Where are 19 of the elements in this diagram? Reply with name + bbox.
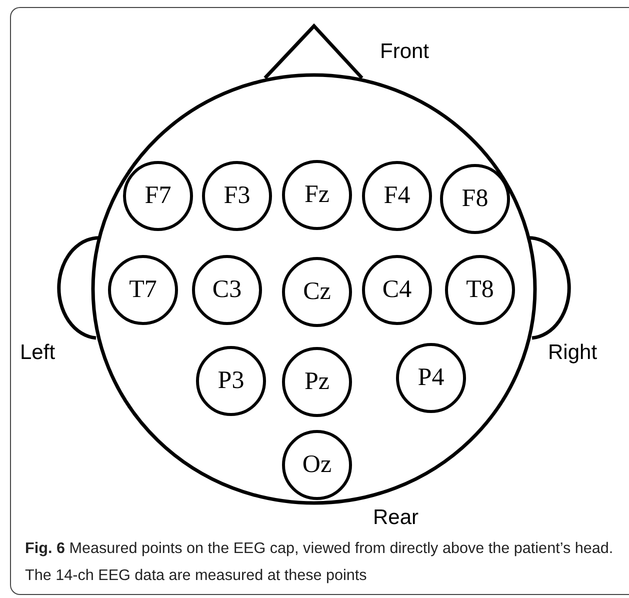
electrode-label: T8 — [466, 276, 494, 304]
electrode-label: T7 — [129, 276, 157, 304]
electrode-label: F8 — [462, 185, 488, 213]
electrode-label: C4 — [382, 276, 412, 304]
electrode-label: C3 — [212, 276, 242, 304]
electrode-label: F7 — [144, 182, 172, 210]
figure-caption: Fig. 6 Measured points on the EEG cap, viewed from directly above the patient’s head. The 14-ch EEG data are measured at these points — [25, 539, 614, 586]
side-label: Right — [548, 341, 598, 365]
electrode-label: Fz — [304, 181, 330, 209]
side-label: Left — [20, 341, 56, 365]
direction-label: Front — [380, 40, 430, 64]
electrode-label: Pz — [304, 368, 330, 396]
direction-label: Rear — [373, 506, 419, 530]
electrode-label: F4 — [384, 182, 410, 210]
electrode-label: F3 — [224, 182, 250, 210]
electrode-label: Cz — [303, 278, 331, 306]
electrode-label: P3 — [218, 367, 244, 395]
electrode-label: Oz — [302, 451, 332, 479]
electrode-label: P4 — [418, 364, 444, 392]
